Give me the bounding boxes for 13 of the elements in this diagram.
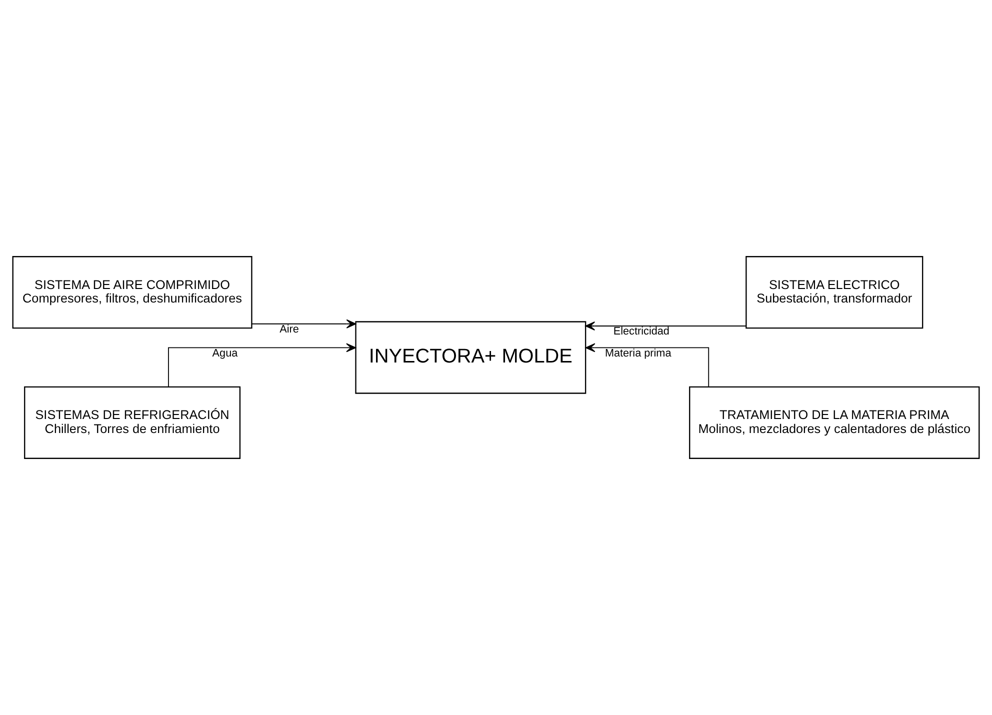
node-box: INYECTORA+ MOLDE	[355, 321, 586, 394]
arrow	[585, 321, 747, 331]
edge-label: Agua	[212, 347, 238, 360]
arrow	[251, 319, 356, 328]
node-box: TRATAMIENTO DE LA MATERIA PRIMA Molinos, mezcladores y calentadores de plástico	[689, 386, 980, 459]
arrow	[585, 343, 710, 387]
arrow	[168, 343, 356, 387]
node-box: SISTEMA DE AIRE COMPRIMIDO Compresores, filtros, deshumificadores	[12, 256, 252, 329]
edge-label: Electricidad	[613, 326, 670, 338]
edge-label: Materia prima	[604, 347, 672, 360]
node-box: SISTEMA ELECTRICO Subestación, transformador	[746, 256, 924, 329]
edge-label: Aire	[280, 324, 299, 336]
node-box: SISTEMAS DE REFRIGERACIÓN Chillers, Torres de enfriamiento	[24, 386, 241, 459]
